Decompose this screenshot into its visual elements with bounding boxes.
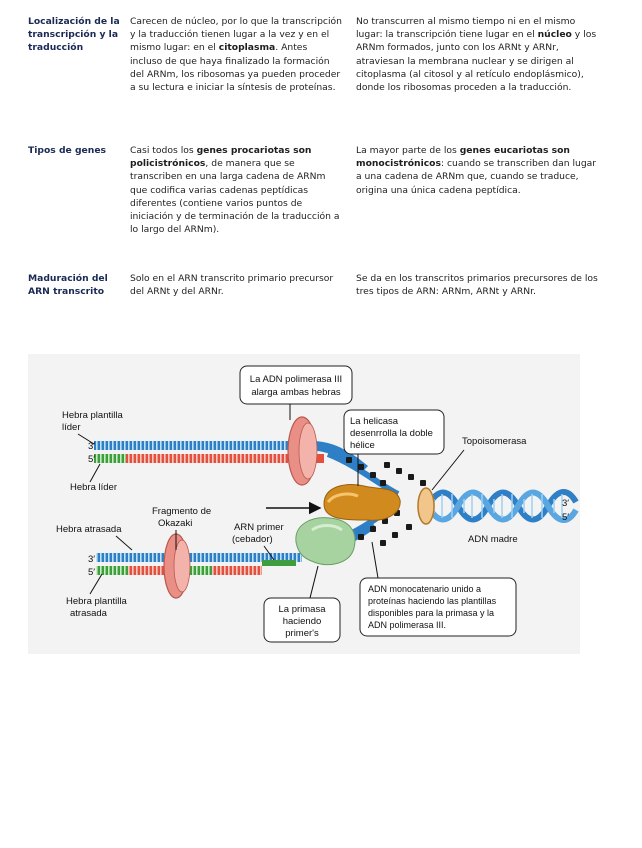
primase-callout-line1: La primasa	[279, 604, 327, 615]
topoisomerase-label: Topoisomerasa	[462, 436, 527, 447]
row-maturation: Maduración del ARN transcrito Solo en el…	[28, 272, 608, 302]
lagging-template-label-line1: Hebra plantilla	[66, 596, 127, 607]
replication-fork-diagram: La ADN polimerasa III alarga ambas hebra…	[56, 365, 579, 643]
helicase-callout-line1: La helicasa	[350, 416, 399, 427]
primer-label-line1: ARN primer	[234, 522, 284, 533]
text-segment: Se da en los transcritos primarios precu…	[356, 273, 598, 298]
ssb-callout-line3: disponibles para la primasa y la	[368, 608, 494, 618]
okazaki-label-line1: Fragmento de	[152, 506, 211, 517]
text-segment: La mayor parte de los	[356, 145, 460, 156]
term-maturation: Maduración del ARN transcrito	[28, 273, 108, 298]
prokaryote-maturation: Solo en el ARN transcrito primario precu…	[130, 272, 342, 298]
text-segment: Solo en el ARN transcrito primario precu…	[130, 273, 334, 298]
eukaryote-gene-types: La mayor parte de los genes eucariotas s…	[356, 144, 602, 197]
helicase-callout-line3: hélice	[350, 440, 375, 451]
eukaryote-maturation: Se da en los transcritos primarios precu…	[356, 272, 602, 298]
bold-term: genes eucariotas son monocistrónicos	[356, 145, 570, 170]
lagging-strand-label: Hebra atrasada	[56, 524, 122, 535]
parent-5-prime: 5′	[562, 512, 569, 523]
leading-3-prime: 3′	[88, 441, 95, 452]
okazaki-label-line2: Okazaki	[158, 518, 192, 529]
ssb-proteins	[346, 457, 426, 546]
text-segment: y los ARNm formados, junto con los ARNt …	[356, 29, 597, 94]
primer-label-line2: (cebador)	[232, 534, 273, 545]
text-segment: Carecen de núcleo, por lo que la transcr…	[130, 16, 342, 54]
primase-callout-line2: haciendo	[283, 616, 322, 627]
leading-template-label-line2: líder	[62, 422, 80, 433]
lagging-3-prime: 3′	[88, 554, 95, 565]
prokaryote-gene-types: Casi todos los genes procariotas son pol…	[130, 144, 342, 236]
polymerase-callout-box	[239, 365, 353, 405]
topoisomerase-shape	[417, 487, 435, 525]
parent-dna-label: ADN madre	[468, 534, 518, 545]
replication-fork-figure: La ADN polimerasa III alarga ambas hebra…	[28, 354, 580, 654]
text-segment: : cuando se transcriben dan lugar a una …	[356, 158, 597, 196]
term-gene-types: Tipos de genes	[28, 145, 107, 156]
polymerase-callout-line2: alarga ambas hebras	[251, 387, 340, 398]
ssb-callout-line4: ADN polimerasa III.	[368, 620, 446, 630]
helicase-shape	[323, 484, 401, 521]
text-segment: , de manera que se transcriben en una la…	[130, 158, 340, 236]
text-segment: . Antes incluso de que haya finalizado l…	[130, 42, 341, 94]
text-segment: No transcurren al mismo tiempo ni en el …	[356, 16, 576, 41]
ssb-callout-box	[359, 577, 517, 637]
bold-term: núcleo	[537, 29, 572, 41]
text-segment: Casi todos los	[130, 145, 197, 156]
bold-term: genes procariotas son policistrónicos	[130, 145, 312, 170]
leading-strand-pair	[94, 440, 368, 472]
leading-strand-label: Hebra líder	[70, 482, 117, 493]
primase-callout-box	[263, 597, 341, 643]
bold-term: citoplasma	[218, 42, 276, 54]
helicase-callout-line2: desenrrolla la doble	[350, 428, 433, 439]
parent-dna-helix	[425, 489, 579, 523]
lagging-5-prime: 5′	[88, 567, 95, 578]
prokaryote-location: Carecen de núcleo, por lo que la transcr…	[130, 15, 342, 94]
ssb-callout-line2: proteínas haciendo las plantillas	[368, 596, 497, 606]
leading-5-prime: 5′	[88, 454, 95, 465]
lagging-template-label-line2: atrasada	[70, 608, 108, 619]
leading-template-label-line1: Hebra plantilla	[62, 410, 123, 421]
helicase-callout-box	[343, 409, 445, 455]
term-location: Localización de la transcripción y la tr…	[28, 16, 120, 54]
parent-3-prime: 3′	[562, 498, 569, 509]
row-gene-types: Tipos de genes Casi todos los genes proc…	[28, 144, 608, 244]
polymerase-callout-line1: La ADN polimerasa III	[250, 374, 342, 385]
primase-callout-line3: primer's	[285, 628, 319, 639]
ssb-callout-line1: ADN monocatenario unido a	[368, 584, 481, 594]
row-location: Localización de la transcripción y la tr…	[28, 15, 608, 123]
eukaryote-location: No transcurren al mismo tiempo ni en el …	[356, 15, 602, 94]
